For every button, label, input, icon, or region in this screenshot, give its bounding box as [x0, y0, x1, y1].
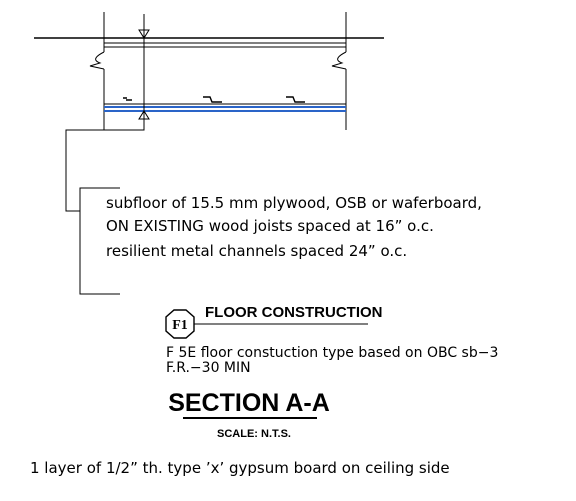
detail-title: FLOOR CONSTRUCTION [205, 304, 383, 321]
resilient-channel-2 [203, 96, 222, 103]
detail-tag-octagon [165, 309, 195, 339]
leader-line [65, 122, 145, 212]
resilient-channel-3 [286, 96, 305, 103]
assembly-right-break [331, 51, 347, 70]
note-joists: ON EXISTING wood joists spaced at 16” o.… [106, 217, 434, 235]
detail-description-2: F.R.−30 MIN [166, 360, 251, 376]
resilient-channel-1 [123, 97, 132, 101]
assembly-left-break [89, 51, 105, 70]
floor-assembly [34, 12, 384, 130]
note-bracket [79, 187, 120, 295]
detail-tag-label: F1 [172, 318, 188, 333]
detail-description-1: F 5E floor constuction type based on OBC… [166, 345, 498, 361]
footer-note: 1 layer of 1/2” th. type ’x’ gypsum boar… [30, 459, 450, 477]
section-scale: SCALE: N.T.S. [217, 428, 291, 440]
section-marker-bottom [138, 110, 150, 120]
note-subfloor: subfloor of 15.5 mm plywood, OSB or wafe… [106, 194, 482, 212]
note-leader [65, 122, 145, 295]
detail-tag: F1 [165, 309, 368, 339]
note-channels: resilient metal channels spaced 24” o.c. [106, 242, 407, 260]
section-title: SECTION A-A [168, 389, 330, 417]
section-marker-top [138, 29, 150, 39]
